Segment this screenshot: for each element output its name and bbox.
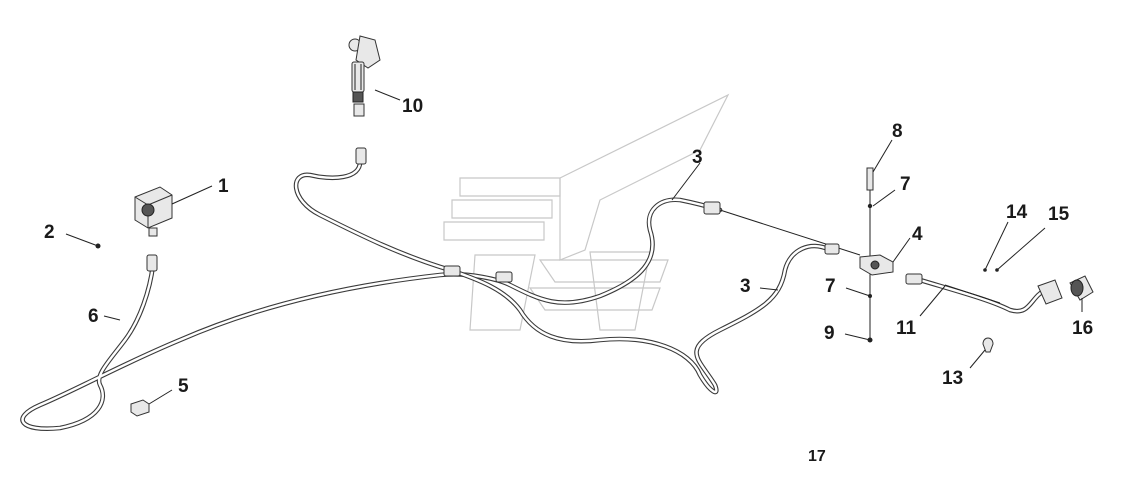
connector-part-16 (1037, 275, 1094, 305)
callout-4: 4 (912, 224, 923, 245)
callout-14: 14 (1006, 202, 1028, 223)
callout-2: 2 (44, 222, 55, 243)
callout-5: 5 (178, 376, 189, 397)
callout-9: 9 (824, 323, 835, 344)
callout-16: 16 (1072, 318, 1093, 339)
callout-7b: 7 (825, 276, 836, 297)
leader-lines (65, 89, 1083, 405)
callout-3a: 3 (692, 147, 703, 168)
watermark-logo (443, 93, 730, 331)
callout-3b: 3 (740, 276, 751, 297)
clip-part-5 (130, 399, 150, 417)
callout-10: 10 (402, 96, 423, 117)
right-cable (917, 277, 1048, 314)
callout-15: 15 (1048, 204, 1070, 225)
callout-1: 1 (218, 176, 229, 197)
connectors (146, 147, 923, 285)
main-cable (20, 197, 723, 431)
washer-part-7a (867, 203, 873, 209)
bolt-part-8 (866, 167, 874, 191)
callout-6: 6 (88, 306, 99, 327)
callout-13: 13 (942, 368, 963, 389)
callout-11: 11 (896, 318, 917, 339)
page-number: 17 (808, 448, 826, 465)
clip-part-13 (982, 337, 994, 353)
module-box-part-1 (134, 186, 173, 237)
sensor-part-10 (348, 35, 381, 117)
sensor-cable (293, 157, 833, 395)
callout-7a: 7 (900, 174, 911, 195)
junction-part-4 (859, 254, 894, 276)
callout-8: 8 (892, 121, 903, 142)
